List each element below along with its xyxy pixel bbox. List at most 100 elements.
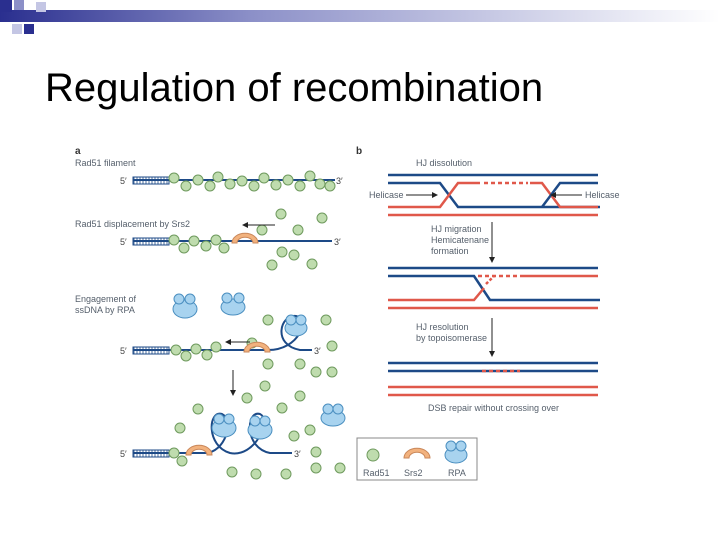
rad51-protein: [212, 171, 224, 183]
rpa-subunit: [184, 293, 196, 305]
rpa-subunit: [249, 415, 261, 427]
rad51-protein: [201, 349, 213, 361]
rad51-protein: [168, 447, 180, 459]
rpa-coated-ssdna: 5′ 3′: [120, 380, 346, 480]
legend-srs2-label: Srs2: [404, 468, 423, 478]
legend-rpa-label: RPA: [448, 468, 466, 478]
srs2-protein: [185, 444, 213, 456]
srs2-displacement: 5′ 3′: [120, 208, 341, 271]
rad51-protein: [262, 314, 274, 326]
deco-square: [14, 0, 24, 10]
rad51-protein: [320, 314, 332, 326]
rad51-protein: [218, 242, 230, 254]
ssdna-loop: [133, 314, 312, 351]
rad51-protein: [334, 462, 346, 474]
panel-a-step3-label-line1: Engagement of: [75, 294, 137, 304]
rad51-protein: [314, 178, 326, 190]
five-prime-label: 5′: [120, 346, 127, 356]
rad51-protein: [288, 430, 300, 442]
five-prime-label: 5′: [120, 237, 127, 247]
panel-a-step1-label: Rad51 filament: [75, 158, 136, 168]
rad51-protein: [270, 179, 282, 191]
rad51-protein: [282, 174, 294, 186]
title-band: [0, 10, 720, 22]
deco-square: [0, 0, 12, 12]
three-prime-label: 3′: [336, 176, 343, 186]
rad51-protein: [226, 466, 238, 478]
dna-strand: [541, 181, 598, 208]
rad51-protein: [310, 366, 322, 378]
rad51-protein: [168, 234, 180, 246]
five-prime-label: 5′: [120, 449, 127, 459]
rad51-protein: [306, 258, 318, 270]
slide-decoration: [0, 0, 720, 34]
rad51-protein: [259, 380, 271, 392]
rpa-subunit: [322, 403, 334, 415]
panel-b-step3-label-line2: by topoisomerase: [416, 333, 487, 343]
rad51-protein: [204, 180, 216, 192]
rpa-subunit: [259, 415, 271, 427]
rad51-protein: [326, 366, 338, 378]
slide-title: Regulation of recombination: [45, 66, 544, 110]
rpa-subunit: [213, 413, 225, 425]
rad51-protein: [310, 446, 322, 458]
new-synthesis-strand: [485, 275, 495, 285]
panel-b-step2-label-line3: formation: [431, 246, 469, 256]
three-prime-label: 3′: [314, 346, 321, 356]
rpa-subunit: [233, 292, 245, 304]
rad51-protein: [304, 170, 316, 182]
panel-b-step2-label-line2: Hemicatenane: [431, 235, 489, 245]
double-holliday-junction: Helicase Helicase: [369, 173, 620, 217]
rad51-protein: [276, 402, 288, 414]
panel-b-step2-label-line1: HJ migration: [431, 224, 482, 234]
rad51-protein: [310, 462, 322, 474]
five-prime-label: 5′: [120, 176, 127, 186]
helicase-left-label: Helicase: [369, 190, 404, 200]
three-prime-label: 3′: [334, 237, 341, 247]
panel-b: b HJ dissolution Helicase Helicase HJ mi…: [356, 146, 620, 481]
deco-square: [36, 2, 46, 12]
rad51-protein: [174, 422, 186, 434]
rad51-protein: [304, 424, 316, 436]
deco-square: [12, 24, 22, 34]
rad51-protein: [262, 358, 274, 370]
rad51-protein: [192, 403, 204, 415]
rpa-subunit: [223, 413, 235, 425]
panel-a-letter: a: [75, 146, 81, 157]
rad51-protein: [176, 455, 188, 467]
rpa-subunit: [332, 403, 344, 415]
rad51-protein: [294, 180, 306, 192]
panel-b-step3-label-line1: HJ resolution: [416, 322, 469, 332]
rad51-protein: [190, 343, 202, 355]
rad51-protein: [210, 234, 222, 246]
legend-rad51-label: Rad51: [363, 468, 390, 478]
rad51-protein: [276, 246, 288, 258]
rad51-protein: [241, 392, 253, 404]
rad51-protein: [316, 212, 328, 224]
panel-a: a Rad51 filament Rad51 displacement by S…: [75, 146, 346, 480]
rad51-protein: [280, 468, 292, 480]
rad51-protein: [188, 235, 200, 247]
rpa-subunit: [295, 314, 307, 326]
deco-square: [24, 24, 34, 34]
rad51-protein: [250, 468, 262, 480]
rad51-protein: [288, 249, 300, 261]
rad51-protein: [292, 224, 304, 236]
dna-strand: [388, 181, 480, 209]
rad51-protein: [180, 350, 192, 362]
dna-strand: [388, 274, 600, 302]
panel-a-step3-label-line2: ssDNA by RPA: [75, 305, 135, 315]
rad51-protein: [168, 172, 180, 184]
rad51-protein: [224, 178, 236, 190]
rad51-protein: [192, 174, 204, 186]
rpa-subunit: [221, 292, 233, 304]
panel-a-step2-label: Rad51 displacement by Srs2: [75, 219, 190, 229]
rad51-protein: [170, 344, 182, 356]
panel-b-letter: b: [356, 146, 362, 157]
rad51-protein: [180, 180, 192, 192]
helicase-right-label: Helicase: [585, 190, 620, 200]
rpa-engagement: 5′ 3′: [120, 292, 338, 378]
legend: Rad51 Srs2 RPA: [356, 437, 478, 481]
rpa-subunit: [173, 293, 185, 305]
